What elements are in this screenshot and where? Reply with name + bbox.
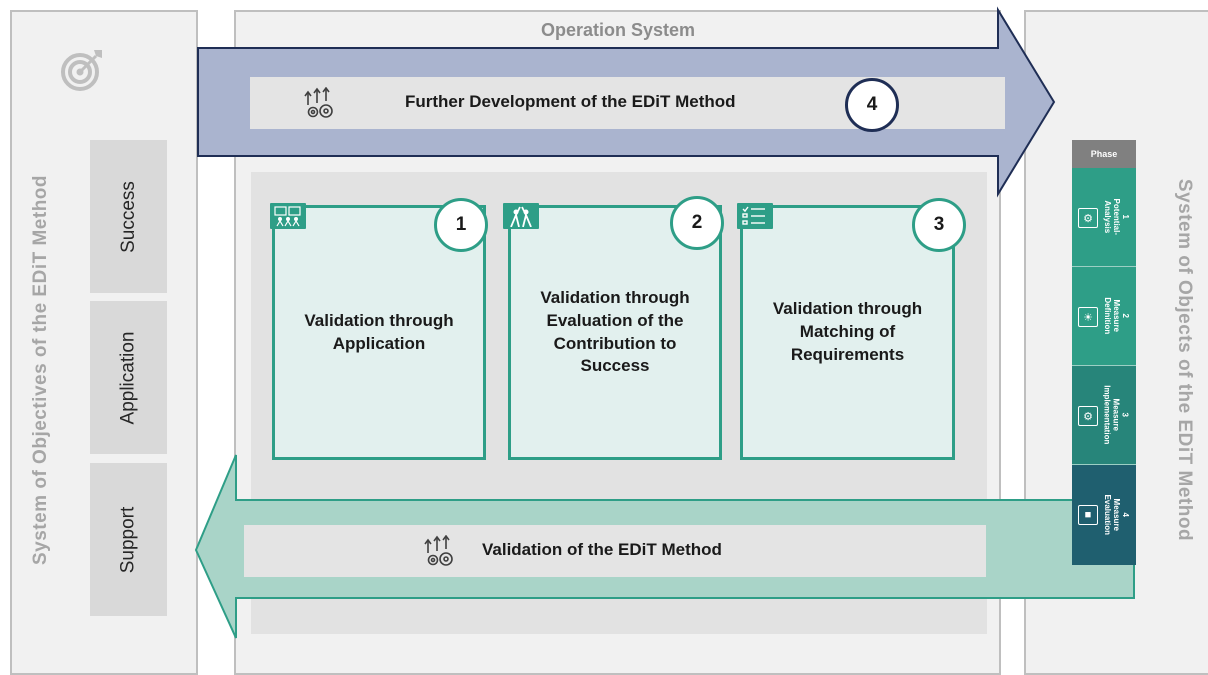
phase-1-cell: ⚙ 1 Potential- Analysis xyxy=(1072,168,1136,267)
number-2-circle: 2 xyxy=(670,196,724,250)
phase-3-label: 3 Measure Implementation xyxy=(1102,385,1130,445)
operation-system-title: Operation System xyxy=(540,20,696,40)
phase-column: Phase ⚙ 1 Potential- Analysis ☀ 2 Measur… xyxy=(1072,140,1136,565)
idea-icon: ☀ xyxy=(1078,307,1098,327)
phase-header-label: Phase xyxy=(1090,149,1118,159)
phase-3-cell: ⚙ 3 Measure Implementation xyxy=(1072,366,1136,465)
gear-icon: ⚙ xyxy=(1078,406,1098,426)
card-2-label: Validation through Evaluation of the Con… xyxy=(540,287,690,376)
workshop-icon xyxy=(270,203,306,229)
objective-support: Support xyxy=(90,463,167,616)
validation-bar: Validation of the EDiT Method xyxy=(244,525,986,577)
number-4-circle: 4 xyxy=(845,78,899,132)
card-validation-requirements: Validation through Matching of Requireme… xyxy=(740,205,955,460)
target-icon xyxy=(60,48,104,92)
number-4: 4 xyxy=(866,94,878,115)
phase-header: Phase xyxy=(1072,140,1136,168)
number-3-circle: 3 xyxy=(912,198,966,252)
number-2: 2 xyxy=(691,212,703,233)
gears-arrows-icon xyxy=(302,86,338,119)
objective-success: Success xyxy=(90,140,167,293)
further-development-label: Further Development of the EDiT Method xyxy=(405,92,736,111)
card-1-label: Validation through Application xyxy=(304,310,454,353)
phase-1-label: 1 Potential- Analysis xyxy=(1102,198,1130,236)
gears-arrows-icon xyxy=(422,534,458,567)
phase-4-label: 4 Measure Evaluation xyxy=(1102,494,1130,536)
phase-2-label: 2 Measure Definition xyxy=(1102,297,1130,335)
evaluation-icon: ■ xyxy=(1078,505,1098,525)
number-3: 3 xyxy=(933,214,945,235)
analysis-icon: ⚙ xyxy=(1078,208,1098,228)
number-1-circle: 1 xyxy=(434,198,488,252)
celebration-icon xyxy=(503,203,539,229)
checklist-icon xyxy=(737,203,773,229)
card-3-label: Validation through Matching of Requireme… xyxy=(772,299,923,364)
phase-2-cell: ☀ 2 Measure Definition xyxy=(1072,267,1136,366)
number-1: 1 xyxy=(455,214,467,235)
validation-label: Validation of the EDiT Method xyxy=(482,540,722,559)
phase-4-cell: ■ 4 Measure Evaluation xyxy=(1072,465,1136,565)
objective-application: Application xyxy=(90,301,167,454)
